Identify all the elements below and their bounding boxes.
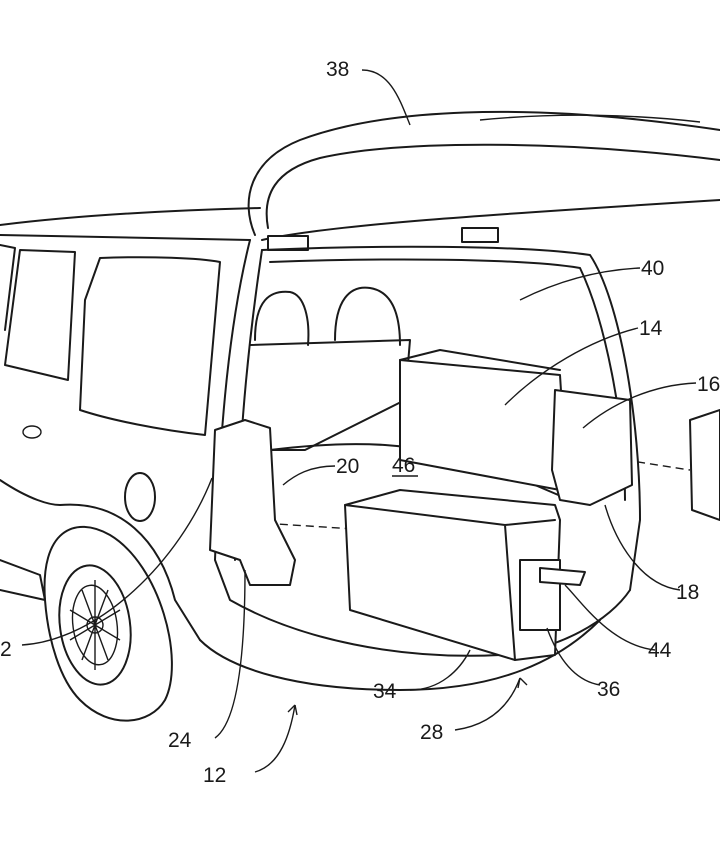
label-28: 28: [420, 721, 443, 744]
side-module-16: [552, 390, 632, 505]
liftgate: [249, 112, 720, 250]
label-36: 36: [597, 678, 620, 701]
label-46: 46: [392, 454, 415, 477]
rear-seats: [250, 288, 410, 450]
label-20: 20: [336, 455, 359, 478]
label-12: 12: [203, 764, 226, 787]
label-38: 38: [326, 58, 349, 81]
rear-wheel: [45, 527, 172, 721]
label-14: 14: [639, 317, 663, 340]
label-40: 40: [641, 257, 664, 280]
step-44: [540, 568, 585, 585]
label-2: 2: [0, 638, 12, 661]
detached-module: [690, 410, 720, 520]
label-34: 34: [373, 680, 397, 703]
label-18: 18: [676, 581, 699, 604]
label-16: 16: [697, 373, 720, 396]
label-44: 44: [648, 639, 672, 662]
label-24: 24: [168, 729, 192, 752]
panel-20: [210, 420, 295, 585]
seat-module-14: [400, 360, 565, 490]
